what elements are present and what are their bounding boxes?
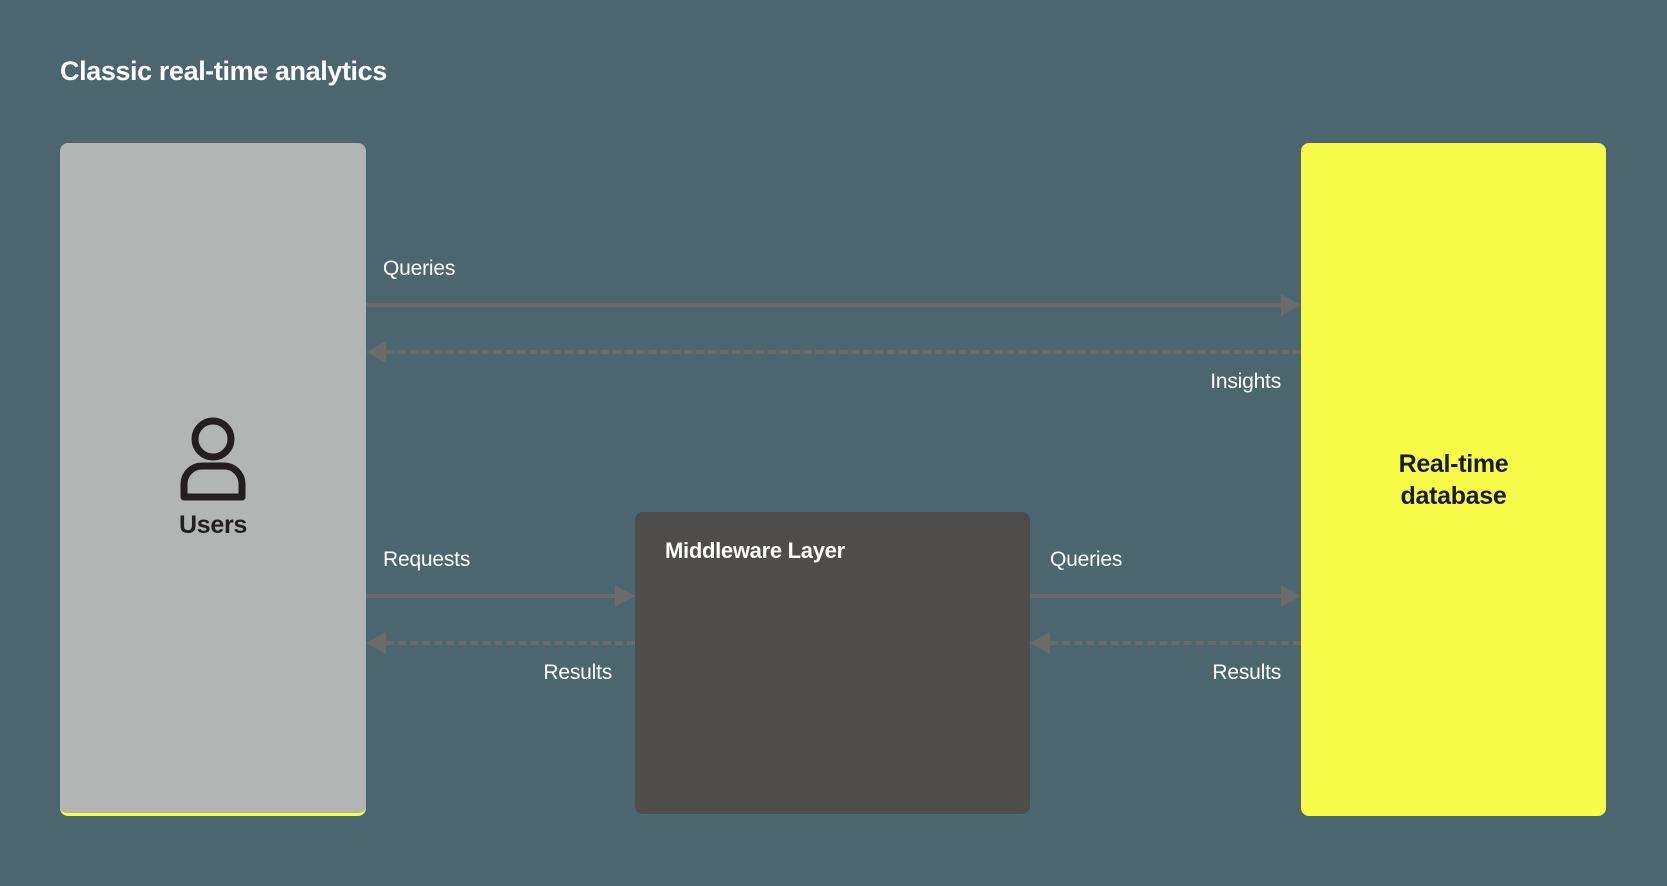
edge-label-requests-users-middleware: Requests [383,548,471,571]
arrowhead-left-icon [366,632,386,654]
edge-line [366,594,615,598]
node-middleware[interactable]: Middleware Layer [635,512,1030,814]
edge-line [386,641,635,645]
edge-line [386,350,1301,354]
node-middleware-label: Middleware Layer [665,538,845,563]
edge-label-insights-database-users: Insights [1210,370,1281,393]
node-database-label-line1: Real-time [1398,449,1509,478]
edge-label-results-middleware-users: Results [543,661,612,684]
edge-line [366,303,1281,307]
arrowhead-left-icon [1030,632,1050,654]
node-users-label: Users [179,510,247,539]
user-icon [176,417,250,501]
edge-label-results-database-middleware: Results [1212,661,1281,684]
node-database-label-line2: database [1400,481,1507,510]
page-title: Classic real-time analytics [60,56,387,86]
arrowhead-right-icon [615,585,635,607]
arrowhead-right-icon [1281,585,1301,607]
arrowhead-left-icon [366,341,386,363]
edge-line [1050,641,1301,645]
node-users[interactable]: Users [60,143,366,816]
node-database-label: Real-time database [1399,448,1509,512]
arrowhead-right-icon [1281,294,1301,316]
edge-label-queries-middleware-database: Queries [1050,548,1123,571]
edge-line [1030,594,1281,598]
edge-label-queries-users-database: Queries [383,257,456,280]
node-database[interactable]: Real-time database [1301,143,1606,816]
